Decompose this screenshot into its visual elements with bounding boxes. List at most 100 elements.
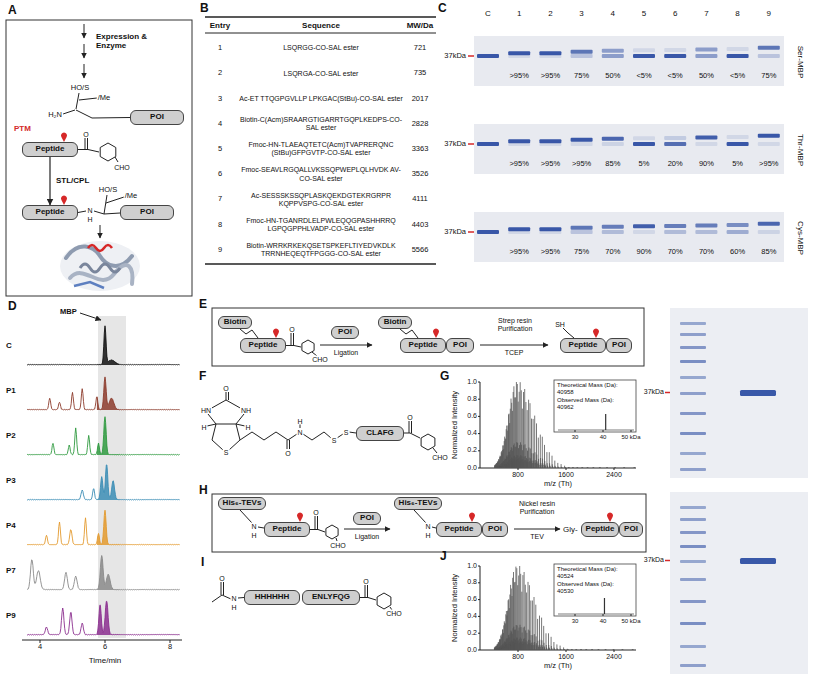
- spectrum-peak: [542, 463, 543, 468]
- spectrum-peak: [518, 644, 519, 651]
- spectrum-peak: [548, 645, 549, 650]
- ladder-band: [680, 322, 706, 325]
- spectrum-peak: [505, 642, 506, 650]
- axis-line: [22, 640, 182, 641]
- axis-tick: 0.2: [467, 629, 477, 637]
- atom-label: HO/S: [70, 84, 90, 92]
- bond-line: [368, 598, 376, 601]
- spectrum-peak: [499, 649, 500, 650]
- axis-tick-mark: [631, 430, 632, 432]
- ptm-pin: [61, 133, 67, 142]
- box-label: Peptide: [569, 341, 598, 350]
- spectrum-peak: [496, 646, 497, 650]
- spectrum-peak: [515, 630, 516, 650]
- axis-tick: 0.0: [467, 646, 477, 654]
- spectrum-peak: [501, 452, 502, 468]
- bond-line: [410, 433, 420, 438]
- spectrum-peak: [509, 645, 510, 650]
- gel-band: [727, 135, 749, 139]
- spectrum-peak: [501, 649, 502, 650]
- peak-fill: [97, 418, 120, 455]
- conversion-value: >95%: [572, 160, 591, 169]
- spectrum-peak: [600, 467, 601, 469]
- gel-band: [477, 230, 499, 234]
- bond-line: [78, 149, 88, 150]
- bond-line: [210, 400, 226, 409]
- bond-line: [229, 440, 240, 450]
- spectrum-peak: [534, 634, 535, 650]
- gel-band: [602, 49, 624, 53]
- spectrum-peak: [498, 466, 499, 468]
- spectrum-peak: [508, 464, 509, 468]
- spectrum-peak: [505, 614, 506, 650]
- table-cell: 4111: [404, 187, 436, 212]
- spectrum-peak: [524, 572, 525, 650]
- table-cell: 721: [404, 36, 436, 61]
- spectrum-peak: [510, 631, 511, 651]
- spectrum-peak: [498, 642, 499, 650]
- gel-band: [695, 47, 717, 51]
- spectrum-peak: [504, 646, 505, 650]
- spectrum-peak: [520, 625, 521, 650]
- spectrum-peak: [528, 643, 529, 650]
- spectrum-peak: [508, 462, 509, 468]
- spectrum-peak: [500, 649, 501, 651]
- spectrum-peak: [634, 467, 635, 469]
- axis-tick: 1.0: [467, 562, 477, 570]
- spectrum-peak: [607, 467, 608, 469]
- spectrum-peak: [500, 649, 501, 651]
- atom-label: CHO: [431, 454, 449, 461]
- spectrum-peak: [497, 467, 498, 469]
- ladder-band: [680, 531, 706, 534]
- atom-label: S: [343, 429, 350, 436]
- spectrum-peak: [522, 633, 523, 651]
- gel-band: [740, 390, 776, 396]
- spectrum-peak: [513, 386, 514, 468]
- spectrum-peak: [498, 467, 499, 469]
- spectrum-peak: [512, 458, 513, 468]
- spectrum-peak: [548, 633, 549, 650]
- spectrum-peak: [527, 459, 528, 468]
- spectrum-peak: [527, 644, 528, 650]
- spectrum-peak: [533, 643, 534, 650]
- table-cell: 2: [205, 61, 235, 86]
- spectrum-peak: [554, 648, 555, 650]
- ladder-band: [680, 432, 706, 435]
- atom-label: O: [312, 509, 319, 516]
- spectrum-peak: [522, 409, 523, 468]
- bond-line: [92, 117, 130, 119]
- spectrum-peak: [494, 647, 495, 650]
- gel-image: [474, 36, 784, 86]
- spectrum-peak: [507, 464, 508, 468]
- panel-letter: C: [438, 2, 447, 16]
- spectrum-peak: [500, 636, 501, 650]
- spectrum-peak: [517, 626, 518, 651]
- ladder-band: [680, 376, 706, 379]
- process-arrow: [84, 64, 85, 78]
- step-label: Ligation: [355, 533, 380, 541]
- spectrum-peak: [507, 611, 508, 650]
- spectrum-peak: [522, 450, 523, 468]
- spectrum-peak: [507, 647, 508, 651]
- protein-surface: [60, 241, 140, 291]
- spectrum-peak: [498, 467, 499, 469]
- step-label: TCEP: [505, 349, 524, 357]
- chromatogram-trace: [27, 326, 180, 365]
- atom-label: S: [223, 449, 230, 456]
- molecule-box: POI: [353, 512, 381, 525]
- spectrum-peak: [561, 467, 562, 468]
- spectrum-peak: [495, 465, 496, 468]
- spectrum-peak: [498, 643, 499, 650]
- spectrum-peak: [500, 456, 501, 468]
- spectrum-peak: [496, 467, 497, 469]
- axis-tick: 0.4: [467, 612, 477, 620]
- spectrum-peak: [557, 463, 558, 468]
- atom-label: HO/S: [98, 186, 118, 194]
- bond-line: [400, 329, 418, 338]
- spectrum-peak: [501, 645, 502, 650]
- table-cell: 4: [205, 112, 235, 137]
- spectrum-peak: [519, 643, 520, 651]
- spectrum-peak: [598, 649, 599, 651]
- marker-label: 37kDa: [444, 140, 466, 149]
- bond-line: [318, 530, 325, 533]
